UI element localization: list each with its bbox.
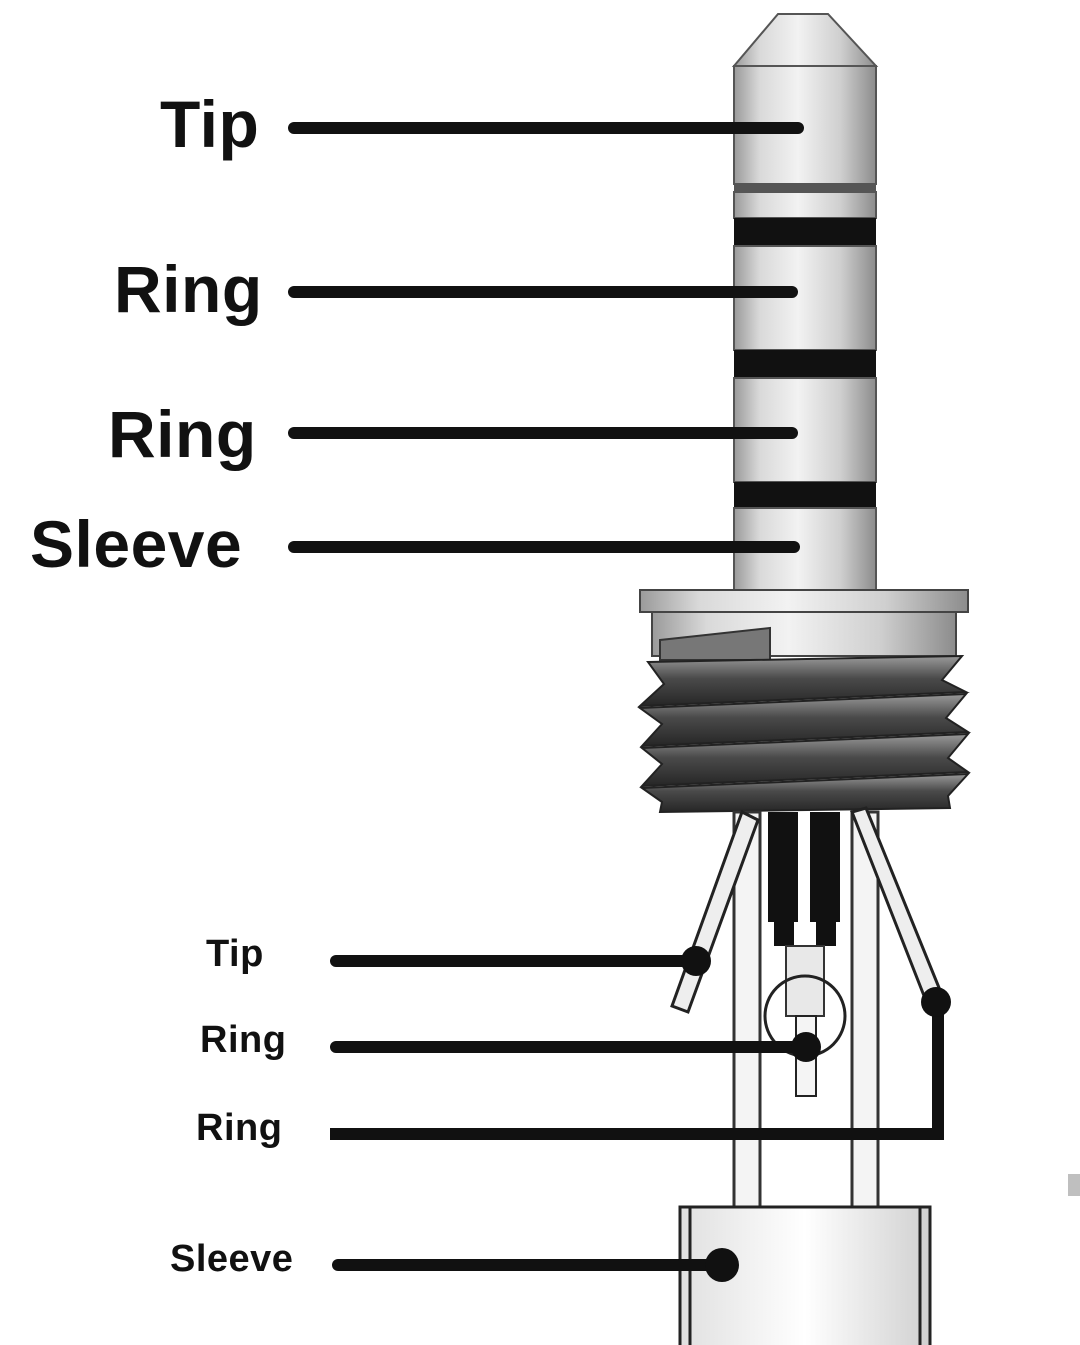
label-plug-sleeve: Sleeve <box>30 507 243 581</box>
label-plug-ring-2: Ring <box>108 397 257 471</box>
plug-body <box>670 806 946 1345</box>
label-connection-sleeve: Sleeve <box>170 1238 294 1280</box>
edge-mark <box>1068 1174 1080 1196</box>
plug-threads <box>637 654 972 814</box>
plug-leader-lines <box>288 122 804 553</box>
label-plug-tip: Tip <box>160 87 260 161</box>
plug-shaft <box>733 218 877 591</box>
plug-tip <box>731 13 879 219</box>
connection-leader-lines <box>330 955 944 1271</box>
connection-points <box>681 946 951 1282</box>
label-connection-tip: Tip <box>206 933 264 975</box>
plug-collar <box>639 589 969 661</box>
label-plug-ring-1: Ring <box>114 252 263 326</box>
label-connection-ring-2: Ring <box>196 1107 283 1149</box>
label-connection-ring-1: Ring <box>200 1019 287 1061</box>
